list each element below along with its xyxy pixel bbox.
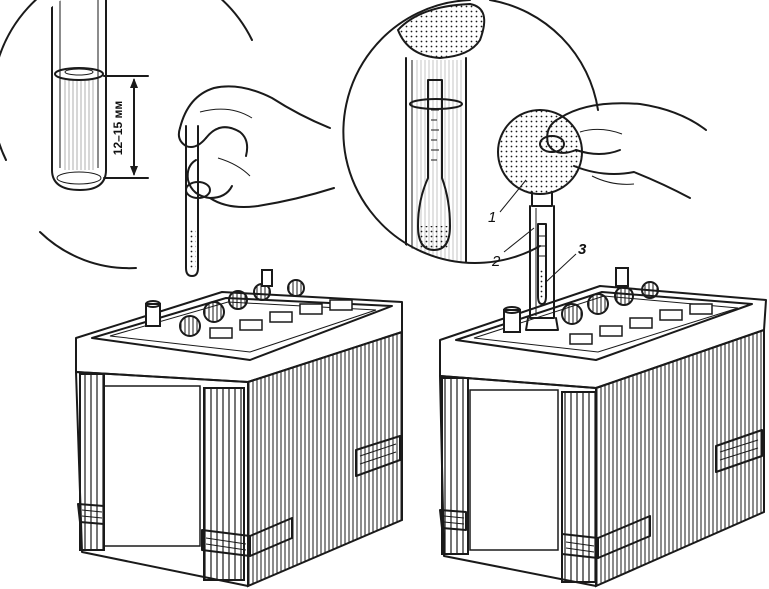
magnified-glass-tube — [51, 0, 107, 191]
right-battery — [439, 267, 767, 588]
callout-1: 1 — [488, 209, 496, 226]
hydrometer-bulb — [497, 109, 583, 207]
left-battery-caps — [145, 269, 353, 339]
callout-labels: 1 2 3 — [488, 179, 587, 283]
dimension-label: 12–15 мм — [111, 101, 125, 156]
left-detail-magnifier: 12–15 мм — [0, 0, 253, 270]
dimension-marker: 12–15 мм — [103, 75, 149, 179]
left-battery — [75, 269, 403, 588]
hand-with-glass-tube — [177, 85, 335, 277]
callout-3: 3 — [578, 241, 587, 258]
right-battery-caps — [503, 267, 713, 345]
magnified-hydrometer — [396, 2, 486, 262]
right-detail-magnifier — [342, 0, 599, 264]
hand-squeezing-bulb — [539, 102, 707, 199]
hydrometer-tube — [525, 205, 559, 331]
callout-2: 2 — [491, 253, 501, 270]
